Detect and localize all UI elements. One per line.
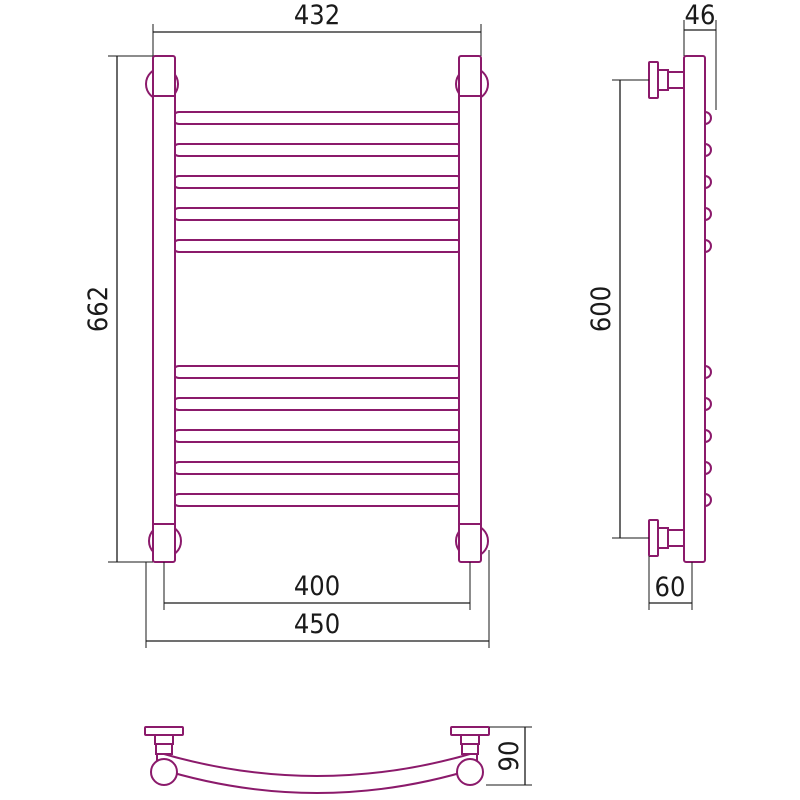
rung [172,111,464,125]
top-bracket-left [144,726,184,786]
dim-label-46: 46 [685,0,716,31]
side-dimensions: 46 600 60 [586,0,717,610]
rung-end [704,365,712,379]
front-dimensions: 432 662 400 450 [83,0,490,648]
rung-end [704,397,712,411]
rung-end [704,461,712,475]
right-riser [458,55,482,563]
dim-label-60: 60 [655,572,686,603]
rung [172,143,464,157]
top-view-rung [156,750,478,794]
rung-end [704,175,712,189]
dim-label-662: 662 [83,286,114,332]
left-riser [152,55,176,563]
top-dimensions: 90 [486,726,532,786]
rung [172,461,464,475]
dim-label-600: 600 [586,286,617,332]
side-view [648,55,712,563]
rung-end [704,239,712,253]
side-rung-ends [704,111,712,507]
rung [172,175,464,189]
top-bracket-right [450,726,490,786]
rung-end [704,207,712,221]
side-bracket-top [648,61,685,99]
dim-label-90: 90 [494,741,525,772]
rung [172,365,464,379]
rung-end [704,111,712,125]
dim-label-432: 432 [294,0,340,31]
upper-rung-group [172,111,464,253]
side-bracket-bottom [648,519,685,557]
rung [172,397,464,411]
rung [172,429,464,443]
dim-label-400: 400 [294,571,340,602]
rung [172,493,464,507]
rung [172,207,464,221]
top-view [144,726,490,794]
rung [172,239,464,253]
dim-label-450: 450 [294,609,340,640]
side-riser [683,55,706,563]
rung-end [704,143,712,157]
front-view [145,55,489,563]
rung-end [704,493,712,507]
lower-rung-group [172,365,464,507]
rung-end [704,429,712,443]
